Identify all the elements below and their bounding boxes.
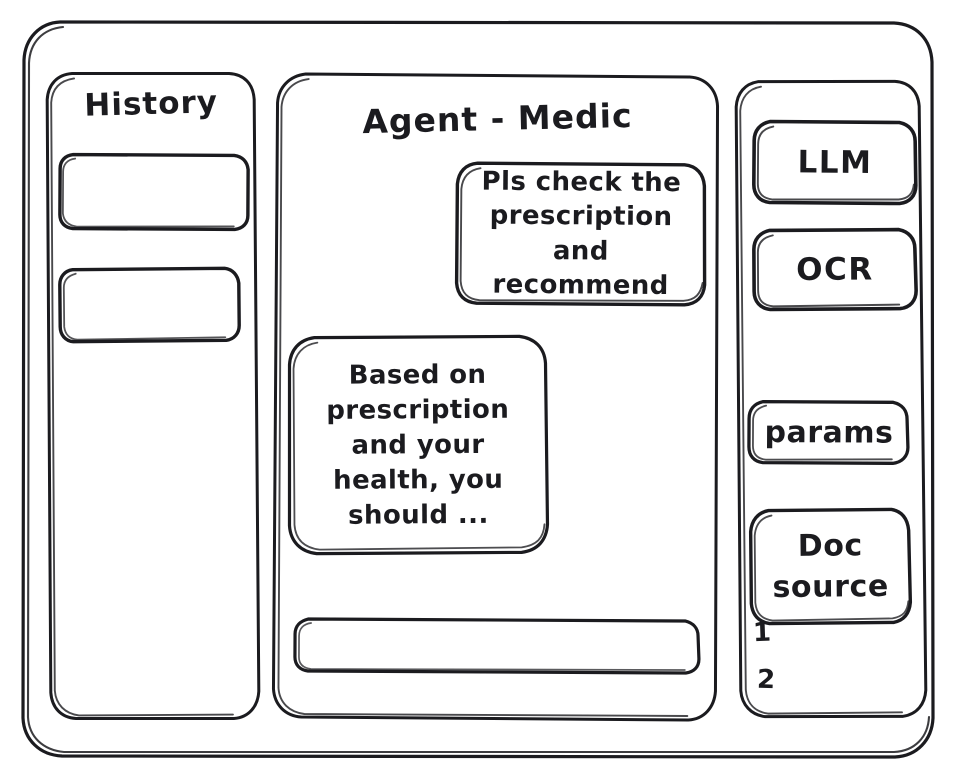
doc-source-item-1-label: 1: [752, 617, 772, 649]
tool-button-llm-label: LLM: [797, 144, 873, 182]
history-item-2-label: [74, 304, 226, 305]
tool-button-llm[interactable]: LLM: [750, 118, 921, 207]
doc-source-panel[interactable]: Doc source: [746, 506, 914, 628]
agent-panel-title: Agent - Medic: [361, 95, 633, 142]
history-item-1[interactable]: [57, 151, 251, 232]
history-panel-title: History: [83, 84, 219, 124]
tool-button-ocr-label: OCR: [796, 251, 874, 288]
message-bubble-assistant: Based on prescription and your health, y…: [284, 332, 551, 559]
tool-button-ocr[interactable]: OCR: [750, 226, 921, 313]
message-input-value: [313, 645, 666, 647]
params-button-label: params: [764, 414, 894, 451]
message-bubble-assistant-text: Based on prescription and your health, y…: [326, 359, 510, 531]
history-item-1-label: [74, 192, 233, 193]
doc-source-item-1[interactable]: 1: [752, 618, 771, 649]
message-bubble-user-text: Pls check the prescription and recommend: [481, 166, 682, 302]
doc-source-label: Doc source: [772, 528, 890, 605]
message-bubble-user: Pls check the prescription and recommend: [452, 159, 709, 309]
history-item-2[interactable]: [57, 265, 243, 345]
message-input[interactable]: [292, 616, 702, 676]
doc-source-item-2[interactable]: 2: [756, 665, 775, 696]
doc-source-item-2-label: 2: [756, 664, 776, 696]
params-button[interactable]: params: [745, 399, 913, 468]
